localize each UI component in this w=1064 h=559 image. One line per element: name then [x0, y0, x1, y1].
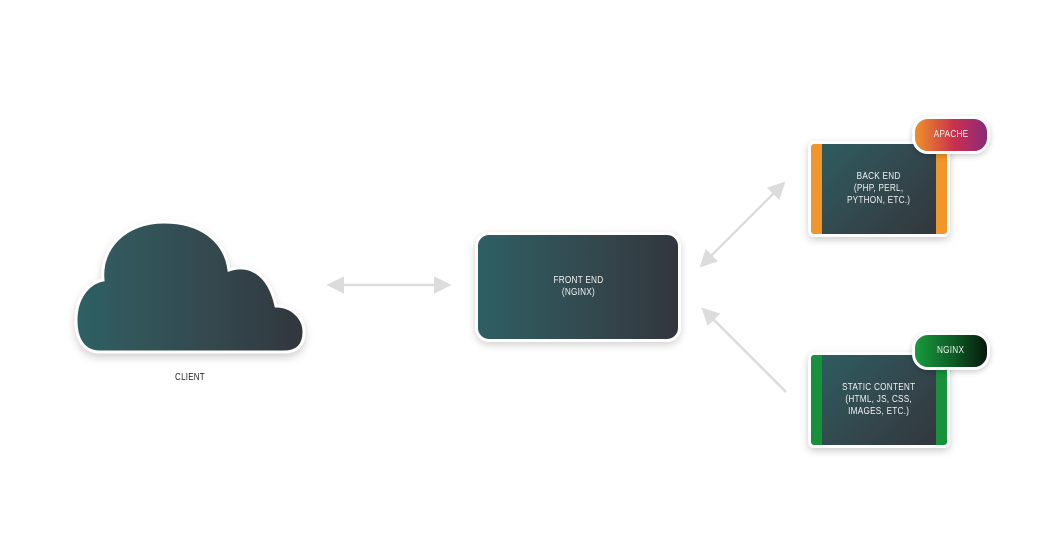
static-content-node: STATIC CONTENT (HTML, JS, CSS, IMAGES, E…	[808, 352, 950, 448]
back-end-title: BACK END	[857, 171, 901, 182]
static-line3: IMAGES, ETC.)	[848, 406, 910, 417]
front-end-node: FRONT END (NGINX)	[475, 232, 681, 342]
nginx-badge-label: NGINX	[937, 345, 965, 356]
back-end-line2: (PHP, PERL,	[854, 183, 904, 194]
client-label: CLIENT	[175, 372, 205, 383]
back-end-stripe-right	[936, 144, 947, 234]
static-title: STATIC CONTENT	[842, 382, 916, 393]
front-end-subtitle: (NGINX)	[561, 287, 595, 298]
arrow-frontend-backend	[699, 181, 786, 268]
back-end-line3: PYTHON, ETC.)	[847, 195, 911, 206]
apache-badge-label: APACHE	[933, 129, 969, 140]
nginx-badge: NGINX	[912, 332, 990, 370]
back-end-node: BACK END (PHP, PERL, PYTHON, ETC.)	[808, 141, 950, 237]
static-line2: (HTML, JS, CSS,	[845, 394, 913, 405]
back-end-stripe-left	[811, 144, 822, 234]
static-stripe-right	[936, 355, 947, 445]
apache-badge: APACHE	[912, 116, 990, 154]
arrow-static-frontend	[701, 307, 787, 393]
front-end-title: FRONT END	[553, 275, 603, 286]
static-stripe-left	[811, 355, 822, 445]
